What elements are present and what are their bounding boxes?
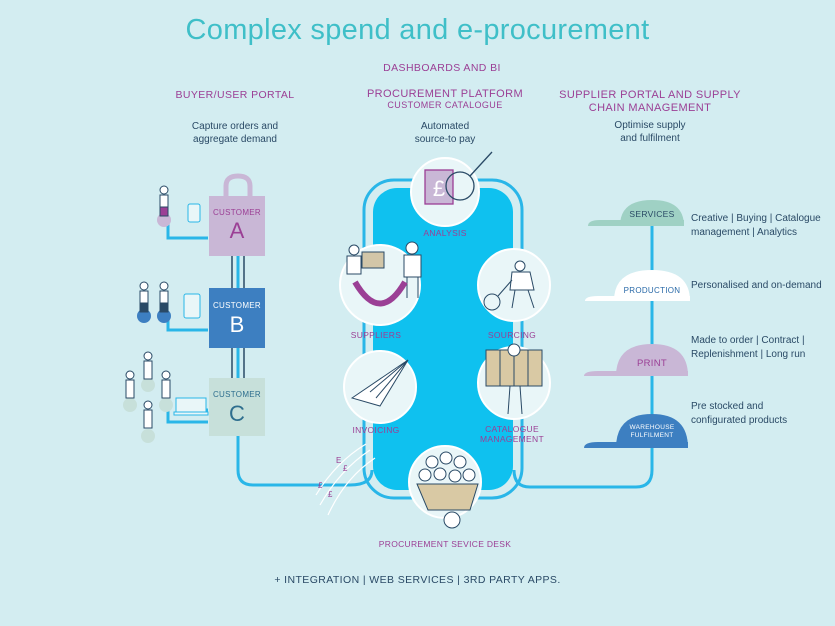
flying-letters-icon: E £ £ £ — [315, 443, 376, 516]
customer-a-bag — [209, 173, 265, 256]
customer-b-word: CUSTOMER — [212, 301, 262, 310]
cart-icon — [416, 451, 479, 529]
svg-text:E: E — [336, 456, 341, 465]
person-icon — [346, 241, 422, 307]
warehouse-desc-line-1: Pre stocked and — [691, 401, 764, 412]
services-desc-line-2: management | Analytics — [691, 227, 797, 238]
buyer-sub-line-2: aggregate demand — [193, 134, 277, 145]
tablet-icon — [187, 203, 201, 223]
print-label: PRINT — [637, 358, 667, 369]
svg-text:£: £ — [328, 490, 333, 499]
customer-a-letter: A — [229, 218, 245, 243]
supplier-heading-line-1: SUPPLIER PORTAL AND SUPPLY — [559, 89, 741, 101]
print-desc-line-2: Replenishment | Long run — [691, 349, 806, 360]
integration-footer: + INTEGRATION | WEB SERVICES | 3RD PARTY… — [274, 574, 561, 586]
catalogue-label-line-1: CATALOGUE — [485, 424, 539, 434]
catalogue-icon — [485, 343, 543, 415]
page-title: Complex spend and e-procurement — [185, 14, 650, 46]
services-cap — [588, 200, 684, 226]
production-desc: Personalised and on-demand — [691, 279, 831, 293]
platform-subtext: Automated source-to pay — [370, 120, 520, 146]
warehouse-desc-line-2: configurated products — [691, 415, 788, 426]
supplier-portal-subtext: Optimise supply and fulfilment — [575, 119, 725, 145]
supplier-portal-heading: SUPPLIER PORTAL AND SUPPLY CHAIN MANAGEM… — [555, 89, 745, 115]
svg-text:£: £ — [318, 481, 323, 490]
production-cap — [585, 270, 690, 301]
buyer-connector-lines — [166, 200, 374, 487]
customer-c-letter: C — [229, 401, 245, 426]
supplier-sub-line-2: and fulfilment — [620, 133, 680, 144]
warehouse-cap — [584, 414, 688, 448]
services-desc: Creative | Buying | Catalogue management… — [691, 212, 831, 240]
customer-a-users — [157, 185, 171, 227]
paper-plane-icon — [350, 359, 409, 407]
tablet-icon — [183, 293, 201, 319]
svg-text:£: £ — [343, 464, 348, 473]
buyer-portal-heading: BUYER/USER PORTAL — [175, 89, 295, 101]
svg-text:£: £ — [433, 176, 445, 201]
buyer-portal-subtext: Capture orders and aggregate demand — [160, 120, 310, 146]
customer-b-letter: B — [229, 312, 245, 337]
print-cap — [584, 344, 688, 376]
sourcing-icon — [483, 260, 535, 311]
warehouse-label-line-2: FULFILMENT — [630, 432, 674, 439]
sourcing-label: SOURCING — [487, 330, 537, 340]
platform-heading: PROCUREMENT PLATFORM — [366, 88, 524, 100]
customer-c-bag — [209, 378, 265, 436]
production-desc-line-1: Personalised and on-demand — [691, 280, 822, 291]
customer-a-word: CUSTOMER — [212, 208, 262, 217]
print-desc-line-1: Made to order | Contract | — [691, 335, 805, 346]
warehouse-label: WAREHOUSE FULFILMENT — [612, 424, 692, 440]
catalogue-label-line-2: MANAGEMENT — [480, 434, 544, 444]
production-label: PRODUCTION — [623, 286, 681, 295]
catalogue-label: CATALOGUE MANAGEMENT — [472, 424, 552, 444]
services-desc-line-1: Creative | Buying | Catalogue — [691, 213, 821, 224]
customer-c-word: CUSTOMER — [212, 390, 262, 399]
warehouse-label-line-1: WAREHOUSE — [629, 424, 675, 431]
print-desc: Made to order | Contract | Replenishment… — [691, 334, 831, 362]
services-label: SERVICES — [629, 209, 675, 219]
platform-sub-line-1: Automated — [420, 121, 470, 132]
customer-c-users — [123, 351, 173, 443]
invoicing-label: INVOICING — [352, 425, 400, 435]
magnifier-icon: £ — [424, 151, 493, 205]
platform-subheading: CUSTOMER CATALOGUE — [387, 100, 503, 110]
supplier-sub-line-1: Optimise supply — [614, 120, 686, 131]
monitor-icon — [173, 397, 209, 416]
platform-sub-line-2: source-to pay — [414, 134, 476, 145]
warehouse-desc: Pre stocked and configurated products — [691, 400, 831, 428]
customer-b-bag — [209, 288, 265, 348]
customer-b-users — [137, 281, 171, 323]
suppliers-label: SUPPLIERS — [350, 330, 402, 340]
buyer-sub-line-1: Capture orders and — [191, 121, 279, 132]
supplier-connector-lines — [512, 215, 654, 489]
service-desk-label: PROCUREMENT SEVICE DESK — [378, 539, 512, 549]
supplier-heading-line-2: CHAIN MANAGEMENT — [588, 102, 712, 114]
dashboards-label: DASHBOARDS AND BI — [383, 62, 501, 74]
analysis-label: ANALYSIS — [423, 228, 467, 238]
